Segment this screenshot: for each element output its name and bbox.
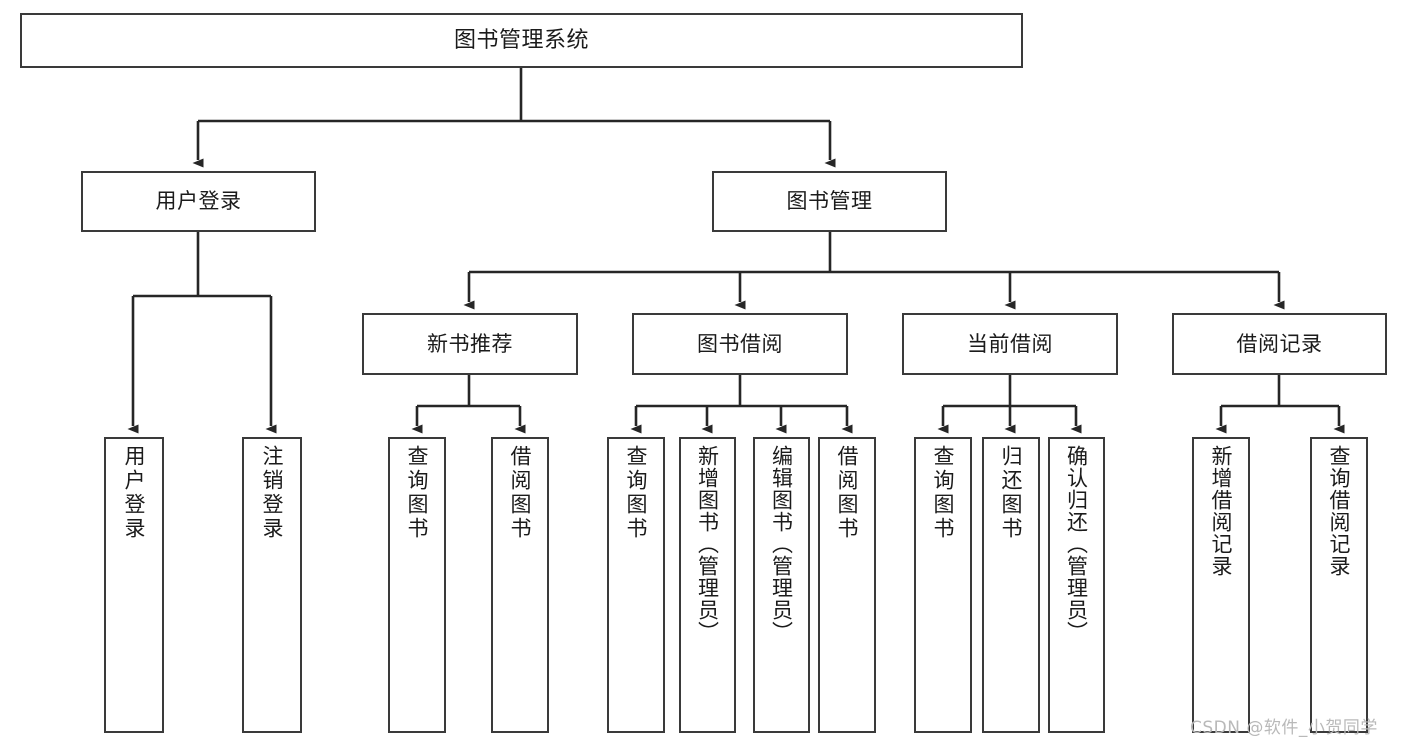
node-label: 图书借阅: [697, 331, 783, 356]
csdn-watermark: CSDN @软件_小贺同学: [1190, 718, 1378, 738]
node-label: 查询借阅记录: [1327, 445, 1352, 577]
leaf-current-borrow-query[interactable]: 查询图书: [914, 437, 972, 733]
node-label: 用户登录: [122, 445, 147, 541]
leaf-book-borrow-borrow[interactable]: 借阅图书: [818, 437, 876, 733]
node-book-management[interactable]: 图书管理: [712, 171, 947, 232]
leaf-user-login-logout[interactable]: 注销登录: [242, 437, 302, 733]
leaf-current-borrow-return[interactable]: 归还图书: [982, 437, 1040, 733]
leaf-new-book-query[interactable]: 查询图书: [388, 437, 446, 733]
node-label: 借阅图书: [508, 445, 533, 541]
leaf-book-borrow-edit[interactable]: 编辑图书（管理员）: [753, 437, 810, 733]
node-label: 新增借阅记录: [1209, 445, 1234, 577]
node-borrow-record[interactable]: 借阅记录: [1172, 313, 1387, 375]
leaf-current-borrow-confirm-return[interactable]: 确认归还（管理员）: [1048, 437, 1105, 733]
node-label: 图书管理系统: [453, 27, 589, 53]
node-new-book-recommend[interactable]: 新书推荐: [362, 313, 578, 375]
node-book-borrow[interactable]: 图书借阅: [632, 313, 848, 375]
node-label: 查询图书: [624, 445, 649, 541]
node-label: 归还图书: [999, 445, 1024, 541]
node-label: 图书管理: [786, 189, 873, 214]
leaf-book-borrow-add[interactable]: 新增图书（管理员）: [679, 437, 736, 733]
node-current-borrow[interactable]: 当前借阅: [902, 313, 1118, 375]
node-label: 编辑图书（管理员）: [769, 445, 794, 643]
leaf-book-borrow-query[interactable]: 查询图书: [607, 437, 665, 733]
node-label: 借阅记录: [1236, 331, 1323, 356]
node-label: 查询图书: [405, 445, 430, 541]
node-label: 新书推荐: [427, 331, 513, 356]
leaf-user-login-login[interactable]: 用户登录: [104, 437, 164, 733]
leaf-new-book-borrow[interactable]: 借阅图书: [491, 437, 549, 733]
node-label: 用户登录: [155, 189, 242, 214]
node-user-login[interactable]: 用户登录: [81, 171, 316, 232]
leaf-borrow-record-query[interactable]: 查询借阅记录: [1310, 437, 1368, 733]
node-label: 新增图书（管理员）: [695, 445, 720, 643]
leaf-borrow-record-add[interactable]: 新增借阅记录: [1192, 437, 1250, 733]
node-label: 注销登录: [260, 445, 285, 541]
node-label: 当前借阅: [967, 331, 1053, 356]
node-label: 确认归还（管理员）: [1064, 445, 1089, 643]
node-label: 查询图书: [931, 445, 956, 541]
node-label: 借阅图书: [835, 445, 860, 541]
node-book-management-system[interactable]: 图书管理系统: [20, 13, 1023, 68]
